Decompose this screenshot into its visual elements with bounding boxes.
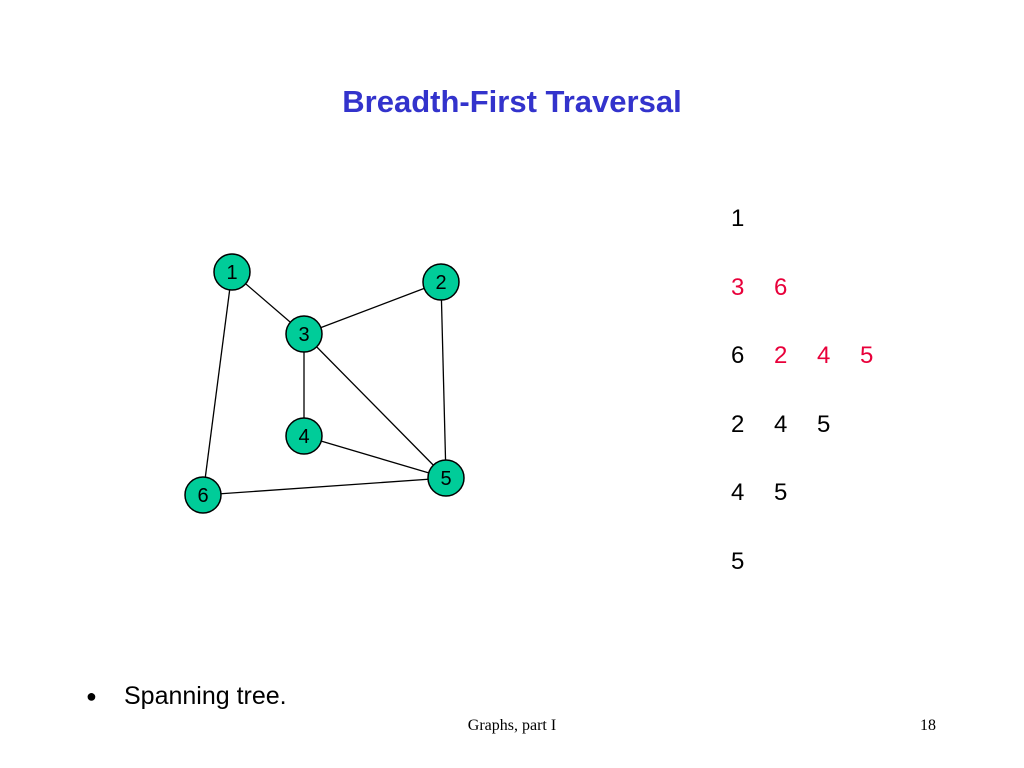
node-label: 4 [298,426,309,448]
node-6: 6 [184,476,222,514]
bullet-icon: ● [86,686,97,706]
queue-item: 4 [817,342,831,369]
node-4: 4 [285,417,323,455]
queue-item: 6 [731,342,745,369]
edge-3-5 [303,333,447,479]
node-circle [427,459,465,497]
node-circle [285,417,323,455]
edge-1-6 [202,271,233,496]
graph-edges [202,271,447,496]
queue-item: 1 [731,205,745,232]
queue-row: 5 [731,548,774,576]
node-circle [422,263,460,301]
queue-item: 4 [774,411,788,438]
graph-nodes: 1 2 3 4 5 6 [184,253,465,514]
queue-item: 5 [731,548,745,575]
queue-row: 1 [731,205,774,233]
queue-item: 5 [817,411,831,438]
bullet-item: ● Spanning tree. [86,682,287,711]
node-label: 1 [226,262,237,284]
queue-item: 2 [774,342,788,369]
queue-item: 6 [774,274,788,301]
node-circle [285,315,323,353]
queue-row: 2 4 5 [731,411,860,439]
queue-item: 3 [731,274,745,301]
queue-row: 6 2 4 5 [731,342,903,370]
footer-title: Graphs, part I [467,717,557,734]
queue-item: 4 [731,479,745,506]
edge-6-5 [202,477,447,496]
slide-title: Breadth-First Traversal [342,84,682,119]
node-label: 3 [298,324,309,346]
bullet-text: Spanning tree. [124,682,287,710]
node-label: 5 [440,468,451,490]
queue-item: 5 [774,479,788,506]
node-label: 6 [197,485,208,507]
edge-3-2 [303,281,442,335]
node-2: 2 [422,263,460,301]
queue-item: 2 [731,411,745,438]
edge-4-5 [303,435,447,479]
node-3: 3 [285,315,323,353]
page-number: 18 [920,717,936,734]
node-5: 5 [427,459,465,497]
node-circle [184,476,222,514]
node-1: 1 [213,253,251,291]
node-circle [213,253,251,291]
node-label: 2 [435,272,446,294]
queue-item: 5 [860,342,874,369]
edge-2-5 [440,281,447,479]
